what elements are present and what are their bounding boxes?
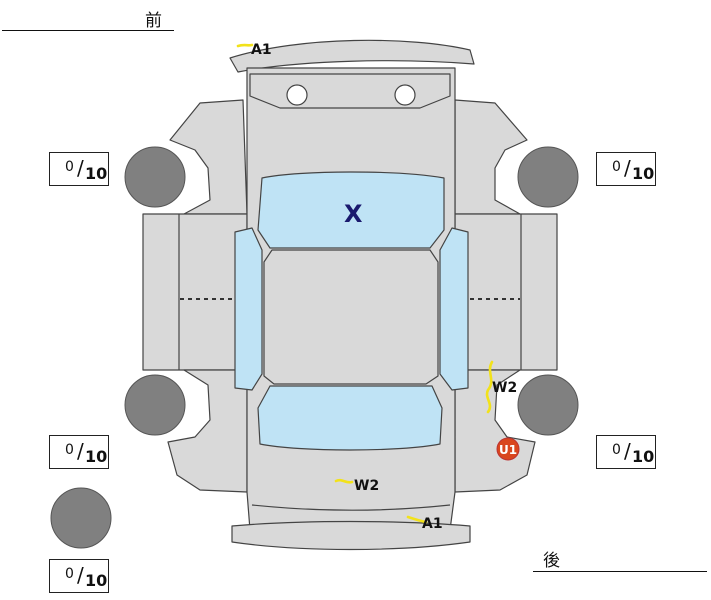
tread-max: 10 [632, 447, 655, 466]
rear-underline [533, 571, 707, 572]
tread-value: 0 [612, 442, 621, 458]
tread-value: 0 [612, 159, 621, 175]
hood[interactable] [249, 73, 451, 109]
windshield-code: X [344, 200, 363, 228]
rear-right-fender[interactable] [454, 369, 536, 493]
tread-value: 0 [65, 442, 74, 458]
front-right-tire-icon[interactable] [517, 146, 579, 208]
rear-right-door-scratch [485, 360, 494, 414]
left-window[interactable] [234, 227, 263, 391]
front-left-fender[interactable] [169, 99, 248, 215]
front-bumper-code: A1 [251, 42, 272, 58]
spare-tire-icon[interactable] [50, 487, 112, 549]
rear-bumper-scratch [406, 515, 428, 524]
rear-label: 後 [543, 551, 560, 571]
left-headlamp-icon [286, 84, 308, 106]
rear-right-tire-icon[interactable] [517, 374, 579, 436]
rear-left-tread-box: 0 / 10 [49, 435, 109, 469]
right-side-doors[interactable] [454, 213, 558, 371]
tread-slash: / [624, 439, 631, 463]
tread-max: 10 [85, 164, 108, 183]
roof[interactable] [263, 249, 439, 385]
rear-right-fender-code: U1 [499, 443, 517, 457]
tread-slash: / [77, 156, 84, 180]
tread-value: 0 [65, 566, 74, 582]
front-underline [2, 30, 174, 31]
tread-max: 10 [85, 447, 108, 466]
front-right-fender[interactable] [454, 99, 528, 215]
rear-left-fender[interactable] [167, 369, 248, 493]
rear-window[interactable] [257, 385, 443, 451]
tread-value: 0 [65, 159, 74, 175]
front-bumper-scratch [236, 43, 254, 48]
rear-bumper[interactable] [231, 520, 471, 551]
rear-right-fender-badge [496, 437, 520, 461]
rear-right-door-code: W2 [492, 380, 517, 396]
right-window[interactable] [439, 227, 469, 391]
tread-max: 10 [85, 571, 108, 590]
front-left-tread-box: 0 / 10 [49, 152, 109, 186]
front-label: 前 [145, 11, 162, 31]
front-right-tread-box: 0 / 10 [596, 152, 656, 186]
trunk-code: W2 [354, 478, 379, 494]
tread-slash: / [624, 156, 631, 180]
right-headlamp-icon [394, 84, 416, 106]
windshield[interactable] [257, 171, 445, 249]
rear-right-tread-box: 0 / 10 [596, 435, 656, 469]
rear-left-tire-icon[interactable] [124, 374, 186, 436]
tread-max: 10 [632, 164, 655, 183]
tread-slash: / [77, 439, 84, 463]
front-left-tire-icon[interactable] [124, 146, 186, 208]
trunk-scratch [334, 478, 354, 484]
left-side-doors[interactable] [142, 213, 248, 371]
front-bumper[interactable] [229, 39, 475, 73]
spare-tread-box: 0 / 10 [49, 559, 109, 593]
tread-slash: / [77, 563, 84, 587]
trunk[interactable] [251, 504, 451, 511]
rear-bumper-code: A1 [422, 516, 443, 532]
